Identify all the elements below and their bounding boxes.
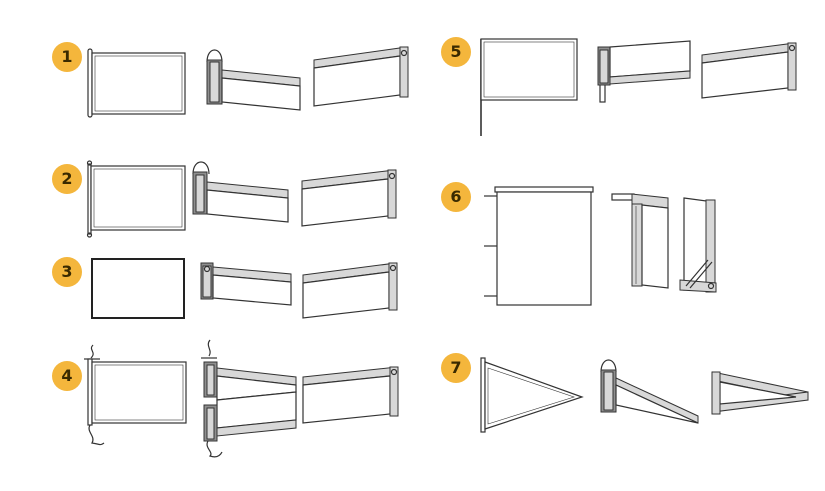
variant-badge-5: 5: [441, 37, 471, 67]
variant-5-flag-front: [480, 38, 578, 136]
variant-6-rod-pocket-detail: [611, 193, 669, 289]
variant-number-1: 1: [61, 47, 73, 66]
variant-1-flag-front: [87, 48, 186, 118]
variant-badge-4: 4: [52, 361, 82, 391]
variant-number-3: 3: [61, 262, 73, 281]
variant-number-6: 6: [450, 187, 462, 206]
variant-7-hem-detail: [711, 371, 809, 415]
variant-4-flag-front: [84, 344, 187, 446]
variant-4-rope-detail: [201, 339, 297, 458]
variant-5-hem-detail: [701, 42, 797, 99]
variant-badge-6: 6: [441, 182, 471, 212]
variant-6-corner-reinforcement-detail: [679, 197, 717, 293]
variant-5-mast-sleeve-detail: [597, 40, 691, 103]
variant-2-side-sleeve-detail: [192, 161, 289, 223]
variant-2-hem-detail: [301, 169, 397, 227]
variant-6-banner-front: [484, 186, 594, 306]
variant-badge-2: 2: [52, 164, 82, 194]
variant-7-pole-sleeve-detail: [600, 359, 699, 424]
variant-1-pole-sleeve-detail: [206, 49, 301, 111]
variant-3-hem-detail: [302, 262, 398, 319]
variant-badge-7: 7: [441, 353, 471, 383]
variant-3-flag-front: [91, 258, 185, 319]
variant-1-hem-detail: [313, 46, 409, 107]
variant-7-pennant-front: [480, 357, 584, 433]
variant-number-4: 4: [61, 366, 73, 385]
variant-number-7: 7: [450, 358, 462, 377]
variant-3-grommet-detail: [200, 262, 292, 306]
variant-4-hem-detail: [302, 366, 399, 424]
variant-number-5: 5: [450, 42, 462, 61]
variant-badge-3: 3: [52, 257, 82, 287]
variant-number-2: 2: [61, 169, 73, 188]
variant-badge-1: 1: [52, 42, 82, 72]
variant-2-flag-front: [86, 160, 186, 238]
